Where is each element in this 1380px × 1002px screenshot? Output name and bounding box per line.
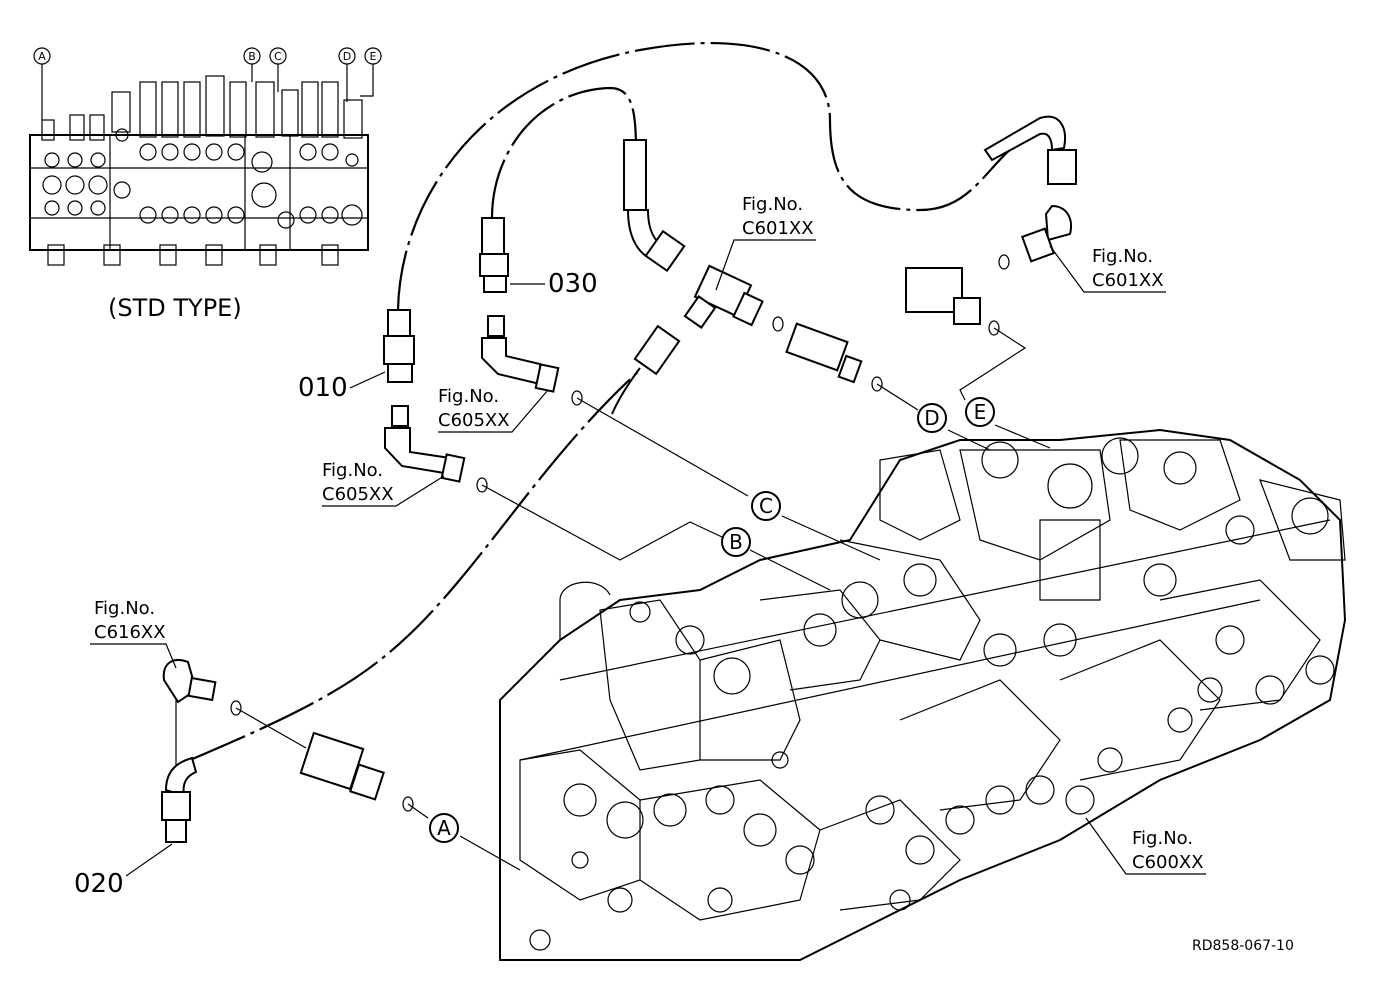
port-label-d: D [917,403,947,433]
figref-c601-right: Fig.No. C601XX [1049,245,1166,293]
fitting-030-assembly [479,217,583,406]
figref-c605-lower: Fig.No. C605XX [322,460,445,507]
svg-text:030: 030 [548,269,598,299]
svg-text:Fig.No.: Fig.No. [1092,246,1153,267]
inset-port-e: E [370,50,377,63]
figref-c601-top: Fig.No. C601XX [715,194,816,291]
fitting-020-assembly [161,659,414,843]
drawing-code: RD858-067-10 [1192,938,1294,954]
svg-text:C605XX: C605XX [322,484,394,505]
svg-text:020: 020 [74,869,124,899]
main-control-valve-body [499,428,1347,961]
svg-text:Fig.No.: Fig.No. [322,460,383,481]
figref-c605-upper: Fig.No. C605XX [438,386,549,433]
part-label-010: 010 [298,371,386,403]
fitting-010-assembly [383,309,488,493]
svg-text:C601XX: C601XX [742,218,814,239]
svg-text:A: A [437,816,451,840]
inset-port-c: C [274,50,282,63]
hose-030 [490,86,638,219]
hose-020 [189,369,641,762]
svg-text:E: E [974,400,987,424]
port-label-b: B [721,527,751,557]
tee-fitting-assembly [611,139,883,415]
hose-010 [396,42,1041,311]
svg-text:C600XX: C600XX [1132,852,1204,873]
inset-caption: (STD TYPE) [108,294,242,322]
svg-text:C616XX: C616XX [94,622,166,643]
svg-text:C605XX: C605XX [438,410,510,431]
inset-valve-drawing [29,64,374,266]
svg-text:010: 010 [298,373,348,403]
port-label-c: C [751,491,781,521]
svg-text:C: C [759,494,773,518]
figref-c600: Fig.No. C600XX [1085,817,1206,875]
svg-text:Fig.No.: Fig.No. [94,598,155,619]
svg-text:B: B [729,530,743,554]
elbow-fitting-e-assembly [905,115,1077,336]
inset-port-b: B [248,50,256,63]
port-label-a: A [429,813,459,843]
svg-text:Fig.No.: Fig.No. [1132,828,1193,849]
svg-text:Fig.No.: Fig.No. [438,386,499,407]
svg-text:Fig.No.: Fig.No. [742,194,803,215]
port-connection-lines [235,327,1051,871]
inset-port-d: D [343,50,351,63]
inset-port-labels: A B C D E [33,47,382,65]
svg-text:D: D [924,406,939,430]
port-label-e: E [965,397,995,427]
part-label-020: 020 [74,843,173,899]
figref-c616: Fig.No. C616XX [90,598,177,669]
svg-text:C601XX: C601XX [1092,270,1164,291]
part-label-030: 030 [510,269,598,299]
inset-port-a: A [38,50,46,63]
